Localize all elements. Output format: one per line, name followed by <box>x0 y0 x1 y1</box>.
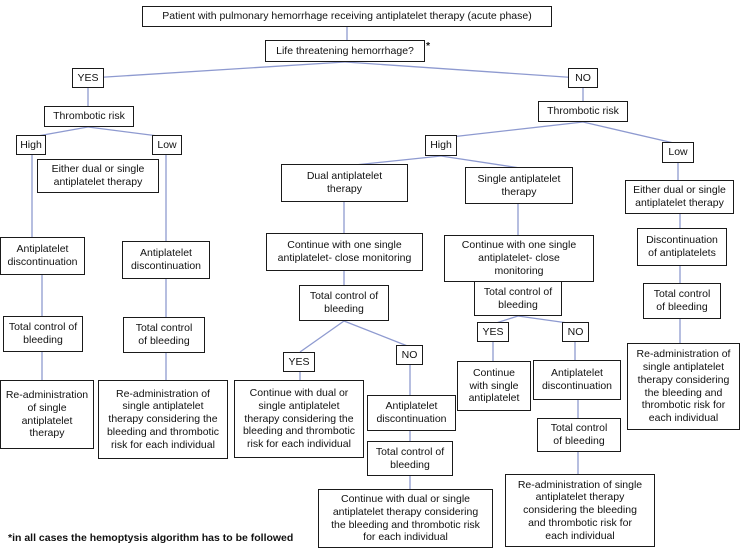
connector-line <box>440 155 521 169</box>
footnote: *in all cases the hemoptysis algorithm h… <box>8 532 294 544</box>
dual-total-control: Total control of bleeding <box>299 285 389 321</box>
yes-low-control: Total control of bleeding <box>123 317 205 353</box>
dual-no-result: Continue with dual or single antiplatele… <box>318 489 493 548</box>
root-node: Patient with pulmonary hemorrhage receiv… <box>142 6 552 27</box>
single-no-label: NO <box>562 322 589 342</box>
no-thrombotic-risk: Thrombotic risk <box>538 101 628 122</box>
yes-low-discontinuation: Antiplatelet discontinuation <box>122 241 210 279</box>
single-no-total-control: Total control of bleeding <box>537 418 621 452</box>
single-yes-label: YES <box>477 322 509 342</box>
no-low-readmin: Re-administration of single antiplatelet… <box>627 343 740 430</box>
dual-yes-result: Continue with dual or single antiplatele… <box>234 380 364 458</box>
dual-antiplatelet-therapy: Dual antiplatelet therapy <box>281 164 408 202</box>
question-asterisk: * <box>426 40 431 52</box>
no-low-label: Low <box>662 142 694 163</box>
yes-high-discontinuation: Antiplatelet discontinuation <box>0 237 85 275</box>
yes-low-readmin: Re-administration of single antiplatelet… <box>98 380 228 459</box>
dual-continue-single: Continue with one single antiplatelet- c… <box>266 233 423 271</box>
no-label: NO <box>568 68 598 88</box>
yes-high-therapy: Either dual or single antiplatelet thera… <box>37 159 159 193</box>
question-node: Life threatening hemorrhage? <box>265 40 425 62</box>
no-low-therapy: Either dual or single antiplatelet thera… <box>625 180 734 214</box>
question-text: Life threatening hemorrhage? <box>276 44 414 57</box>
connector-line <box>582 121 679 145</box>
connector-line <box>343 320 411 348</box>
no-low-discontinuation: Discontinuation of antiplatelets <box>637 228 727 266</box>
no-low-total-control: Total control of bleeding <box>643 283 721 319</box>
no-high-label: High <box>425 135 457 156</box>
yes-thrombotic-risk: Thrombotic risk <box>44 106 134 127</box>
yes-high-readmin: Re-administration of single antiplatelet… <box>0 380 94 449</box>
yes-high-control: Total control of bleeding <box>3 316 83 352</box>
single-total-control: Total control of bleeding <box>474 281 562 316</box>
connector-line <box>299 320 345 353</box>
dual-yes-label: YES <box>283 352 315 372</box>
single-antiplatelet-therapy: Single antiplatelet therapy <box>465 167 573 204</box>
single-no-result: Re-administration of single antiplatelet… <box>505 474 655 547</box>
single-yes-result: Continue with single antiplatelet <box>457 361 531 411</box>
connector-line <box>344 61 581 79</box>
single-no-discontinuation: Antiplatelet discontinuation <box>533 360 621 400</box>
dual-no-total-control: Total control of bleeding <box>367 441 453 476</box>
connector-line <box>89 61 346 79</box>
yes-low-label: Low <box>152 135 182 155</box>
single-continue-single: Continue with one single antiplatelet- c… <box>444 235 594 282</box>
dual-no-discontinuation: Antiplatelet discontinuation <box>367 395 456 431</box>
yes-label: YES <box>72 68 104 88</box>
dual-no-label: NO <box>396 345 423 365</box>
connector-line <box>441 121 584 139</box>
yes-high-label: High <box>16 135 46 155</box>
